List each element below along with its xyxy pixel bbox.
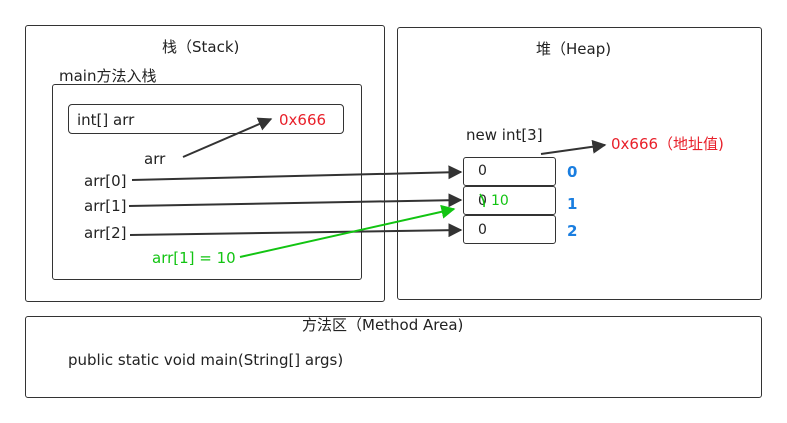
- arr-label: arr: [144, 150, 166, 168]
- arrow-heap-to-address: [540, 139, 607, 155]
- assignment-label: arr[1] = 10: [152, 249, 236, 267]
- main-method-signature: public static void main(String[] args): [68, 351, 344, 369]
- heap-cell-2: [463, 215, 556, 244]
- arr-element-2-label: arr[2]: [84, 224, 127, 242]
- heap-cell-0: [463, 157, 556, 186]
- heap-cell-1-new-value: 10: [491, 193, 509, 209]
- arrow-arr-to-address: [182, 117, 273, 158]
- stack-title: 栈（Stack): [162, 38, 240, 56]
- heap-region: [397, 27, 762, 300]
- stack-frame-label: main方法入栈: [59, 67, 157, 85]
- arr-element-0-label: arr[0]: [84, 172, 127, 190]
- heap-cell-2-value: 0: [478, 222, 487, 238]
- heap-cell-1: [463, 186, 556, 215]
- arr-declaration: int[] arr: [77, 111, 135, 129]
- arrow-element-1: [128, 193, 463, 208]
- arr-element-1-label: arr[1]: [84, 197, 127, 215]
- new-array-label: new int[3]: [466, 126, 543, 144]
- arrow-element-0: [131, 165, 463, 181]
- heap-cell-1-old-value: 0: [478, 193, 487, 209]
- method-area-title: 方法区（Method Area): [302, 316, 464, 334]
- heap-index-0: 0: [567, 163, 578, 181]
- arr-address-value: 0x666: [279, 111, 327, 129]
- heap-address-label: 0x666（地址值): [611, 135, 724, 153]
- heap-index-1: 1: [567, 195, 578, 213]
- method-area-region: [25, 316, 762, 398]
- heap-title: 堆（Heap): [536, 40, 612, 58]
- strike-mark: [479, 193, 485, 208]
- arr-variable-box: [68, 104, 344, 134]
- arrow-assignment: [239, 204, 456, 258]
- heap-cell-0-value: 0: [478, 163, 487, 179]
- heap-index-2: 2: [567, 222, 578, 240]
- arrow-element-2: [129, 223, 463, 238]
